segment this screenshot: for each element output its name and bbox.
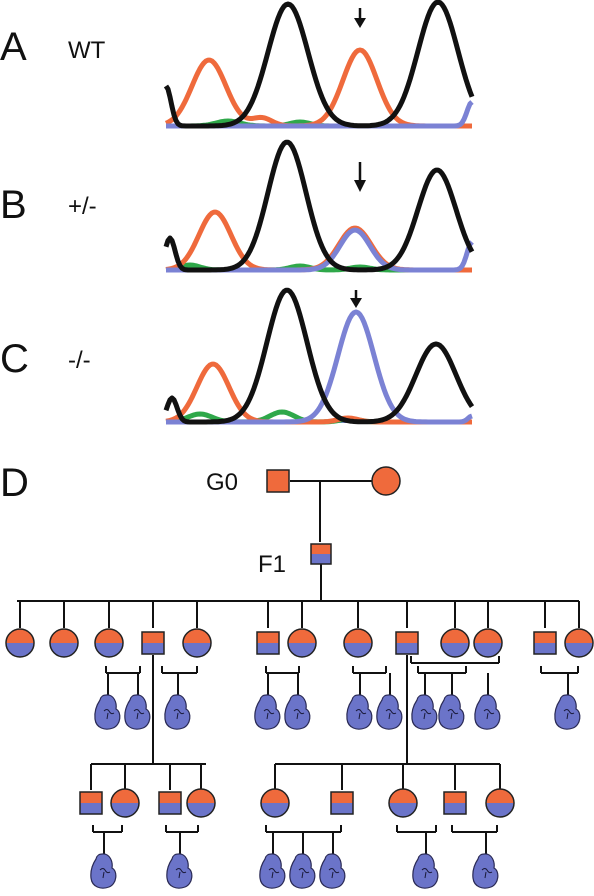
panel-d-letter: D xyxy=(0,461,29,505)
orange-trace xyxy=(165,361,473,425)
embryo-icon xyxy=(259,853,286,889)
embryo-icon xyxy=(554,694,581,730)
panel-a-letter: A xyxy=(0,25,27,69)
heterozygous-male-symbol xyxy=(256,631,280,655)
embryo-icon xyxy=(94,694,121,730)
embryo-icon xyxy=(289,853,316,889)
panel-b: B +/- xyxy=(0,139,475,273)
generation-label-g0: G0 xyxy=(206,469,238,496)
down-arrow-icon xyxy=(350,290,362,308)
heterozygous-female-symbol xyxy=(485,788,515,818)
panel-a-genotype: WT xyxy=(68,37,106,64)
pedigree-lines xyxy=(17,480,580,854)
heterozygous-male-symbol xyxy=(533,631,557,655)
heterozygous-female-symbol xyxy=(110,788,140,818)
heterozygous-female-symbol xyxy=(5,628,35,658)
heterozygous-male-symbol xyxy=(395,631,419,655)
heterozygous-male-symbol xyxy=(79,791,103,815)
embryo-icon xyxy=(164,694,191,730)
blue-trace xyxy=(165,309,473,425)
embryo-icon xyxy=(284,694,311,730)
heterozygous-male-symbol xyxy=(443,791,467,815)
panel-a: A WT xyxy=(0,0,475,129)
heterozygous-female-symbol xyxy=(473,628,503,658)
black-trace xyxy=(163,139,475,273)
embryo-icon xyxy=(376,694,403,730)
embryo-icon xyxy=(411,694,438,730)
heterozygous-female-symbol xyxy=(564,628,594,658)
panel-c-letter: C xyxy=(0,337,29,381)
down-arrow-icon xyxy=(354,162,366,192)
generation-label-f1: F1 xyxy=(258,551,286,578)
heterozygous-male-symbol xyxy=(158,791,182,815)
heterozygous-female-symbol xyxy=(388,788,418,818)
chromatogram-b xyxy=(163,139,475,273)
panel-b-genotype: +/- xyxy=(68,193,97,220)
heterozygous-female-symbol xyxy=(186,788,216,818)
embryo-icon xyxy=(472,853,499,889)
heterozygous-female-symbol xyxy=(94,628,124,658)
wildtype-female-symbol xyxy=(371,466,401,496)
embryo-icon xyxy=(166,853,193,889)
heterozygous-male-symbol xyxy=(141,631,165,655)
pedigree-symbols xyxy=(5,466,594,818)
embryo-icon xyxy=(438,694,465,730)
embryo-icon xyxy=(412,853,439,889)
heterozygous-male-symbol xyxy=(310,543,332,565)
black-trace xyxy=(163,287,475,425)
panel-b-letter: B xyxy=(0,183,27,227)
embryo-icon xyxy=(319,853,346,889)
black-trace xyxy=(163,0,475,129)
panel-c: C -/- xyxy=(0,287,475,425)
heterozygous-female-symbol xyxy=(343,628,373,658)
pedigree-embryos xyxy=(90,694,581,889)
down-arrow-icon xyxy=(354,8,366,28)
heterozygous-female-symbol xyxy=(182,628,212,658)
heterozygous-female-symbol xyxy=(440,628,470,658)
chromatogram-a xyxy=(163,0,475,129)
embryo-icon xyxy=(90,853,117,889)
heterozygous-female-symbol xyxy=(287,628,317,658)
embryo-icon xyxy=(346,694,373,730)
embryo-icon xyxy=(124,694,151,730)
heterozygous-female-symbol xyxy=(49,628,79,658)
embryo-icon xyxy=(254,694,281,730)
wildtype-male-symbol xyxy=(266,469,290,493)
embryo-icon xyxy=(474,694,501,730)
chromatogram-c xyxy=(163,287,475,425)
heterozygous-female-symbol xyxy=(260,788,290,818)
heterozygous-male-symbol xyxy=(330,791,354,815)
panel-c-genotype: -/- xyxy=(68,347,91,374)
panel-d: D G0 F1 xyxy=(0,461,594,889)
